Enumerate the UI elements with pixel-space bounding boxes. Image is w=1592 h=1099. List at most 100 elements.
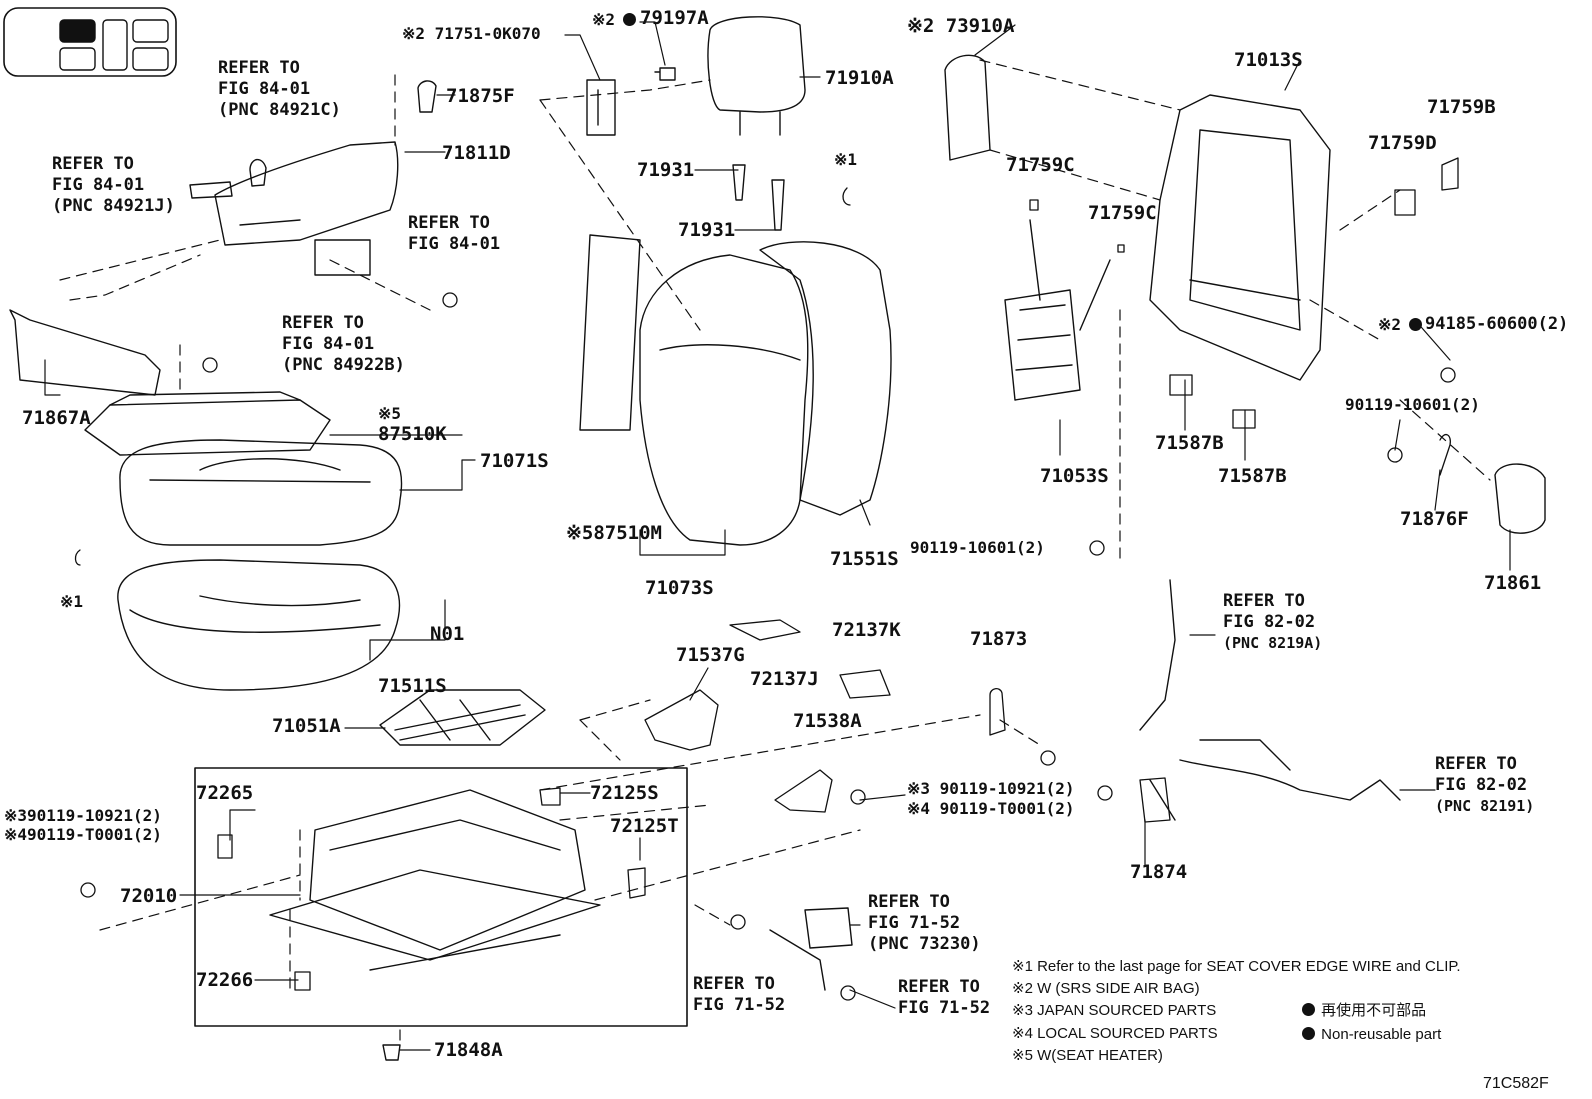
- ref-8219a-line2: FIG 82-02: [1223, 612, 1316, 632]
- ref-84-01-bolt-line2: FIG 84-01: [408, 234, 501, 254]
- ref-82191-line1: REFER TO: [1435, 754, 1517, 774]
- ref-71-52-left: REFER TO FIG 71-52: [693, 974, 785, 1016]
- label-71551s: 71551S: [830, 548, 899, 570]
- label-71811d: 71811D: [442, 142, 511, 164]
- belt-buckle: [769, 907, 853, 991]
- ref-84921j-line1: REFER TO: [52, 154, 134, 174]
- ref-8219a: REFER TO FIG 82-02 (PNC 8219A): [1223, 591, 1322, 654]
- label-79197a: 79197A: [640, 7, 709, 29]
- ref-84-01-bolt: REFER TO FIG 84-01: [408, 213, 500, 255]
- cushion-pad-71511s: [117, 559, 401, 691]
- lower-trim-71867a: [9, 309, 161, 396]
- legend-en: Non-reusable part: [1302, 1024, 1441, 1046]
- label-87510k: 87510K: [378, 423, 447, 445]
- knob-84921j: [189, 181, 233, 199]
- ref-84922b-line3: (PNC 84922B): [282, 355, 405, 375]
- bolt-79197a: [654, 67, 676, 81]
- ref-84921c-line2: FIG 84-01: [218, 79, 311, 99]
- knob-84921c: [249, 158, 267, 187]
- ref-71-52-right-line1: REFER TO: [898, 977, 980, 997]
- label-71071s: 71071S: [480, 450, 549, 472]
- ref-8219a-line1: REFER TO: [1223, 591, 1305, 611]
- ref-73230-line1: REFER TO: [868, 892, 950, 912]
- label-71876f: 71876F: [1400, 508, 1469, 530]
- label-71051a: 71051A: [272, 715, 341, 737]
- prefix-79197a: ※2: [592, 10, 616, 29]
- label-87510m: ※587510M: [566, 522, 662, 544]
- label-72010: 72010: [120, 885, 178, 907]
- label-71587b-1: 71587B: [1155, 432, 1224, 454]
- footnote-4: ※4 LOCAL SOURCED PARTS: [1012, 1025, 1218, 1042]
- cushion-cover-71071s: [119, 439, 403, 546]
- ref-82191: REFER TO FIG 82-02 (PNC 82191): [1435, 754, 1534, 817]
- label-71759c-1: 71759C: [1006, 154, 1075, 176]
- ref-71-52-right-line2: FIG 71-52: [898, 998, 991, 1018]
- label-71587b-2: 71587B: [1218, 465, 1287, 487]
- legend-dot-en: [1302, 1027, 1315, 1040]
- ref-84921j: REFER TO FIG 84-01 (PNC 84921J): [52, 154, 175, 217]
- ref-84921c: REFER TO FIG 84-01 (PNC 84921C): [218, 58, 341, 121]
- non-reusable-dot-79197a: [623, 13, 636, 26]
- label-90119-10921-mid: ※3 90119-10921(2): [907, 779, 1075, 798]
- seatback-pad-71551s: [759, 241, 892, 516]
- label-n01: N01: [430, 623, 465, 645]
- ref-84921c-line1: REFER TO: [218, 58, 300, 78]
- label-72137j: 72137J: [750, 668, 819, 690]
- label-71874: 71874: [1130, 861, 1188, 883]
- label-71848a: 71848A: [434, 1039, 503, 1061]
- label-71053s: 71053S: [1040, 465, 1109, 487]
- figure-code: 71C582F: [1483, 1075, 1549, 1092]
- footnote-1: ※1 Refer to the last page for SEAT COVER…: [1012, 958, 1461, 975]
- shield-71811d: [214, 141, 399, 276]
- ref-71-52-left-line1: REFER TO: [693, 974, 775, 994]
- legend-jp: 再使用不可部品: [1302, 1000, 1426, 1022]
- label-71910a: 71910A: [825, 67, 894, 89]
- star1-b: ※1: [60, 592, 84, 611]
- ref-84922b-line2: FIG 84-01: [282, 334, 375, 354]
- label-90119-10921-left: ※390119-10921(2): [4, 806, 162, 825]
- ref-84-01-bolt-line1: REFER TO: [408, 213, 490, 233]
- seatback-cover-71073s: [639, 254, 809, 546]
- seat-position-icon: [3, 7, 177, 77]
- harness-82191: [1139, 579, 1401, 821]
- ref-8219a-line3: (PNC 8219A): [1223, 634, 1323, 652]
- prefix-87510k: ※5: [378, 404, 402, 423]
- label-90119-t0001-mid: ※4 90119-T0001(2): [907, 799, 1075, 818]
- seatback-frame-71013s: [1149, 94, 1331, 381]
- label-72125s: 72125S: [590, 782, 659, 804]
- clip-71848a: [382, 1044, 401, 1061]
- label-72266: 72266: [196, 969, 254, 991]
- label-72265: 72265: [196, 782, 254, 804]
- ref-84922b-line1: REFER TO: [282, 313, 364, 333]
- label-71511s: 71511S: [378, 675, 447, 697]
- label-71867a: 71867A: [22, 407, 91, 429]
- bracket-71751: [586, 79, 616, 136]
- seatback-board: [579, 234, 641, 431]
- label-71537g: 71537G: [676, 644, 745, 666]
- label-71873: 71873: [970, 628, 1028, 650]
- label-71759b: 71759B: [1427, 96, 1496, 118]
- label-71931-2: 71931: [678, 219, 736, 241]
- legend-dot-jp: [1302, 1003, 1315, 1016]
- label-71931-1: 71931: [637, 159, 695, 181]
- side-airbag-73910a: [944, 54, 991, 161]
- label-90119-t0001-left: ※490119-T0001(2): [4, 825, 162, 844]
- ref-71-52-left-line2: FIG 71-52: [693, 995, 786, 1015]
- headrest-support-71931: [732, 164, 785, 231]
- label-90119-10601-a: 90119-10601(2): [1345, 395, 1480, 414]
- headrest-71910a: [707, 16, 806, 136]
- ref-73230-line2: FIG 71-52: [868, 913, 961, 933]
- ref-82191-line2: FIG 82-02: [1435, 775, 1528, 795]
- ref-84921c-line3: (PNC 84921C): [218, 100, 341, 120]
- label-71875f: 71875F: [446, 85, 515, 107]
- label-71759c-2: 71759C: [1088, 202, 1157, 224]
- prefix-94185: ※2: [1378, 315, 1402, 334]
- label-94185: 94185-60600(2): [1425, 314, 1569, 334]
- ref-84922b: REFER TO FIG 84-01 (PNC 84922B): [282, 313, 405, 376]
- label-71759d: 71759D: [1368, 132, 1437, 154]
- label-72125t: 72125T: [610, 815, 679, 837]
- footnote-3: ※3 JAPAN SOURCED PARTS: [1012, 1002, 1217, 1019]
- label-71751: ※2 71751-0K070: [402, 24, 541, 43]
